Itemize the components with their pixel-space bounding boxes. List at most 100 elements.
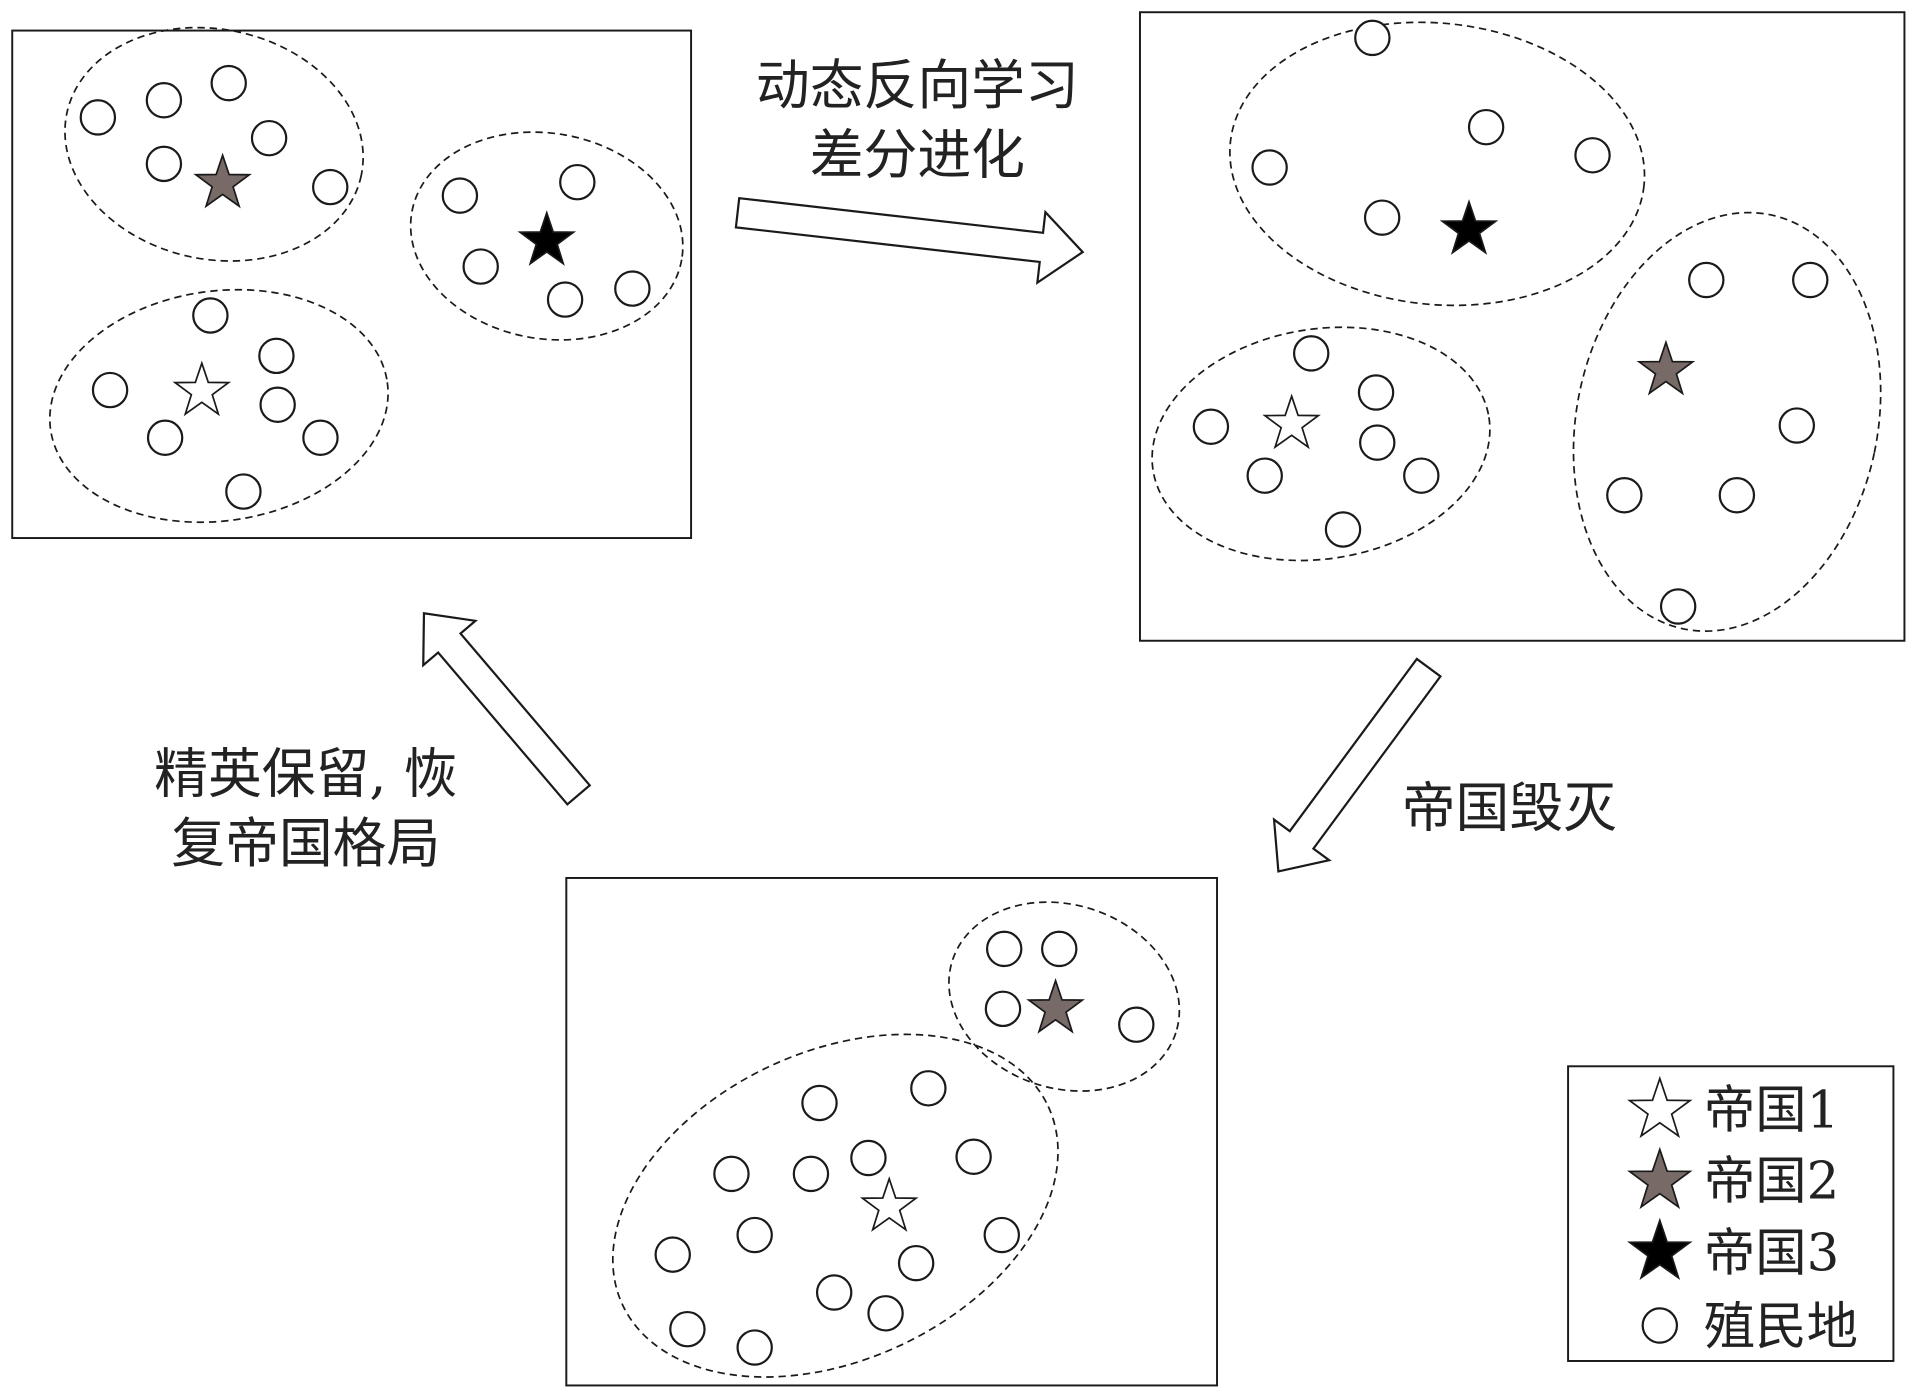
colony-circle [801, 1084, 838, 1122]
arrow-collapse-shape [1272, 657, 1442, 873]
arrow-evolution-label-line2: 差分进化 [810, 124, 1025, 187]
colony-circle [312, 168, 349, 206]
arrow-evolution-shape [734, 196, 1085, 285]
empire-3-boundary [1229, 21, 1646, 307]
arrow-collapse: 帝国毁灭 [1272, 657, 1617, 873]
colony-circle [1659, 588, 1697, 625]
empire-1-boundary [48, 288, 389, 524]
panel-initial [11, 26, 693, 540]
empire-2-boundary [1572, 211, 1882, 632]
colony-circle [1359, 424, 1396, 461]
colony-circle [1192, 408, 1230, 445]
empire-3-star [1441, 200, 1497, 254]
panel-after-evolution [1138, 11, 1906, 642]
colony-circle [259, 386, 296, 423]
empire-1-boundary [611, 1033, 1059, 1378]
colony-circle [669, 1310, 706, 1348]
legend-item-colony: 殖民地 [1641, 1297, 1858, 1357]
panel-after-collapse-frame [565, 876, 1219, 1387]
empire-2-group [948, 901, 1181, 1092]
colony-circle [1041, 930, 1078, 968]
colony-circle [1778, 407, 1816, 444]
colony-circle [910, 1070, 947, 1107]
empire-1-group [1151, 326, 1491, 562]
legend-item-empire-3: 帝国3 [1628, 1219, 1839, 1284]
colony-circle [713, 1155, 750, 1193]
colony-circle [1292, 335, 1330, 372]
colony-circle [1246, 457, 1283, 494]
arrow-collapse-label: 帝国毁灭 [1402, 777, 1617, 840]
colony-circle [1403, 457, 1440, 494]
colony-circle [984, 990, 1022, 1028]
colony-circle [91, 371, 129, 409]
colony-circle [850, 1139, 887, 1177]
empire-1-group [48, 288, 389, 524]
colony-circle [225, 473, 262, 510]
colony-circle [145, 145, 183, 183]
empire-2-star [1638, 341, 1694, 395]
colony-circle [1357, 374, 1395, 411]
colony-circle [985, 930, 1023, 968]
arrow-evolution: 动态反向学习 差分进化 [734, 54, 1085, 285]
colony-circle [1718, 477, 1756, 514]
colony-circle [1354, 19, 1391, 57]
colony-circle [258, 337, 295, 375]
colony-circle [955, 1138, 992, 1175]
empire-3-group [1229, 19, 1646, 307]
colony-circle [79, 99, 117, 136]
empire-2-boundary [948, 901, 1181, 1092]
empire-1-group [611, 1033, 1059, 1378]
colony-circle [462, 248, 499, 285]
empire-2-star [1027, 979, 1084, 1033]
panel-after-collapse [565, 876, 1219, 1387]
empire-3-group [409, 131, 684, 341]
colony-circle [867, 1295, 904, 1332]
legend-empire-2-label: 帝国2 [1704, 1151, 1839, 1211]
legend-frame [1567, 1065, 1895, 1362]
empire-3-boundary [409, 131, 684, 341]
colony-circle [654, 1236, 691, 1273]
colony-circle [614, 270, 651, 307]
colony-circle [1467, 108, 1505, 146]
colony-circle [1792, 261, 1829, 299]
colony-circle [983, 1216, 1020, 1254]
colony-circle [736, 1329, 773, 1366]
colony-circle [1606, 477, 1643, 514]
colony-circle [815, 1274, 853, 1311]
empire-2-group [1572, 211, 1882, 632]
legend-empire-1-star [1628, 1077, 1691, 1137]
colony-circle [250, 119, 288, 157]
legend-empire-2-star [1628, 1148, 1691, 1208]
colony-circle [145, 82, 183, 119]
empire-1-star [1264, 395, 1320, 448]
legend-empire-1-label: 帝国1 [1704, 1080, 1839, 1140]
arrow-restore: 精英保留, 恢 复帝国格局 [154, 611, 592, 875]
arrow-evolution-label-line1: 动态反向学习 [756, 54, 1079, 117]
panel-after-evolution-frame [1138, 11, 1906, 642]
colony-circle [302, 419, 339, 456]
colony-circle [1574, 137, 1611, 174]
arrow-restore-shape [422, 611, 592, 806]
colony-circle [192, 297, 229, 334]
empire-1-star [174, 362, 230, 415]
legend-colony-circle [1641, 1307, 1679, 1344]
empire-3-star [519, 211, 575, 265]
legend-item-empire-1: 帝国1 [1628, 1077, 1839, 1140]
arrow-restore-label-line1: 精英保留, 恢 [154, 742, 457, 805]
legend: 帝国1 帝国2 帝国3 殖民地 [1567, 1065, 1895, 1362]
colony-circle [897, 1244, 935, 1282]
colony-circle [146, 419, 184, 456]
legend-empire-3-label: 帝国3 [1704, 1224, 1839, 1284]
colony-circle [1251, 149, 1288, 186]
colony-circle [792, 1155, 830, 1193]
legend-item-empire-2: 帝国2 [1628, 1148, 1839, 1211]
empire-2-group [64, 26, 364, 262]
colony-circle [1363, 199, 1401, 236]
empire-2-boundary [64, 26, 364, 262]
colony-circle [1324, 511, 1362, 548]
arrow-restore-label-line2: 复帝国格局 [171, 812, 440, 875]
colony-circle [441, 177, 479, 214]
colony-circle [736, 1216, 773, 1254]
colony-circle [559, 163, 596, 201]
